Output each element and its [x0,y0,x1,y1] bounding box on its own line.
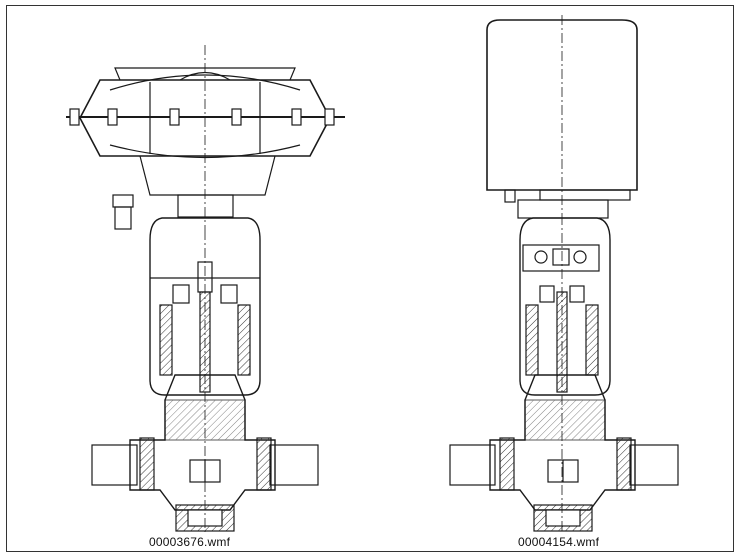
valve-body [91,230,319,532]
diaphragm-actuator [66,45,345,230]
left-figure-caption: 00003676.wmf [149,535,231,549]
yoke-right [519,217,611,396]
valve-body-right [449,215,679,532]
right-figure-caption: 00004154.wmf [518,535,600,549]
drawing-frame [6,5,734,552]
left-valve-figure [66,45,345,532]
electric-actuator [486,15,638,219]
right-valve-figure [449,15,679,532]
